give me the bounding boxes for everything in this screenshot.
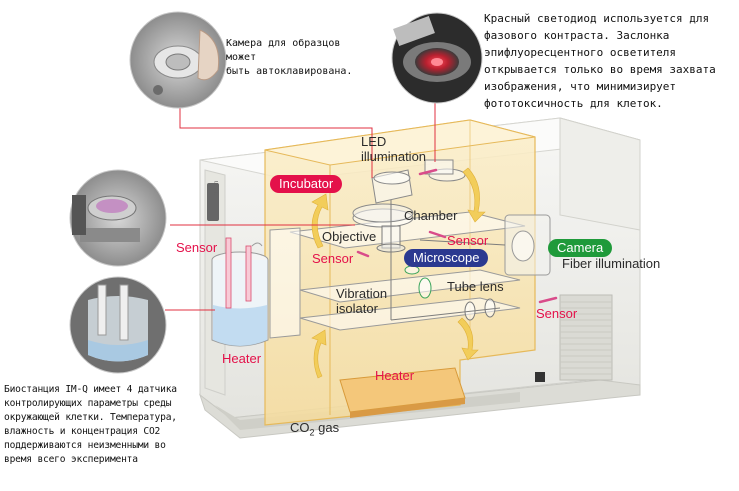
co2-subscript: 2 xyxy=(309,427,315,438)
label-microscope: Microscope xyxy=(404,249,489,267)
label-tube-lens: Tube lens xyxy=(447,279,504,294)
optical-path xyxy=(390,200,506,321)
label-sensor-left: Sensor xyxy=(176,240,218,255)
brand-mark: Nikon xyxy=(214,181,220,196)
internal-optics xyxy=(269,159,551,339)
annotation-red-led: Красный светодиод используется для фазов… xyxy=(484,12,716,110)
co2-text: CO xyxy=(290,420,310,435)
annotation-sensors: Биостанция IM-Q имеет 4 датчика контроли… xyxy=(4,384,177,465)
label-fiber-illumination: Fiber illumination xyxy=(562,256,661,271)
sensor-probes xyxy=(356,168,558,304)
annotation-autoclavable: Камера для образцов может быть автоклави… xyxy=(226,38,353,77)
photo-sensor-chamber xyxy=(69,169,167,267)
label-objective: Objective xyxy=(322,229,377,244)
humidifier-reservoir xyxy=(211,237,269,347)
label-sensor-right: Sensor xyxy=(536,306,578,321)
co2-gas-text: gas xyxy=(314,420,340,435)
bottom-heater-plate xyxy=(339,367,466,418)
label-heater-reservoir: Heater xyxy=(222,351,262,366)
photo-water-bottle xyxy=(69,276,167,374)
label-co2-gas: CO2 gas xyxy=(290,420,339,441)
label-camera: Camera xyxy=(548,239,613,257)
label-vibration-isolator: Vibration isolator xyxy=(336,286,388,316)
label-chamber: Chamber xyxy=(404,208,458,223)
label-sensor-chamber: Sensor xyxy=(447,233,489,248)
photo-red-led xyxy=(391,12,483,104)
label-heater-bottom: Heater xyxy=(375,368,415,383)
label-sensor-objective: Sensor xyxy=(312,251,354,266)
vent-grille xyxy=(535,294,613,382)
label-led-illumination: LED illumination xyxy=(361,134,427,164)
airflow-arrows xyxy=(311,167,486,379)
label-incubator: Incubator xyxy=(270,175,343,193)
photo-autoclavable-chamber xyxy=(129,11,227,109)
